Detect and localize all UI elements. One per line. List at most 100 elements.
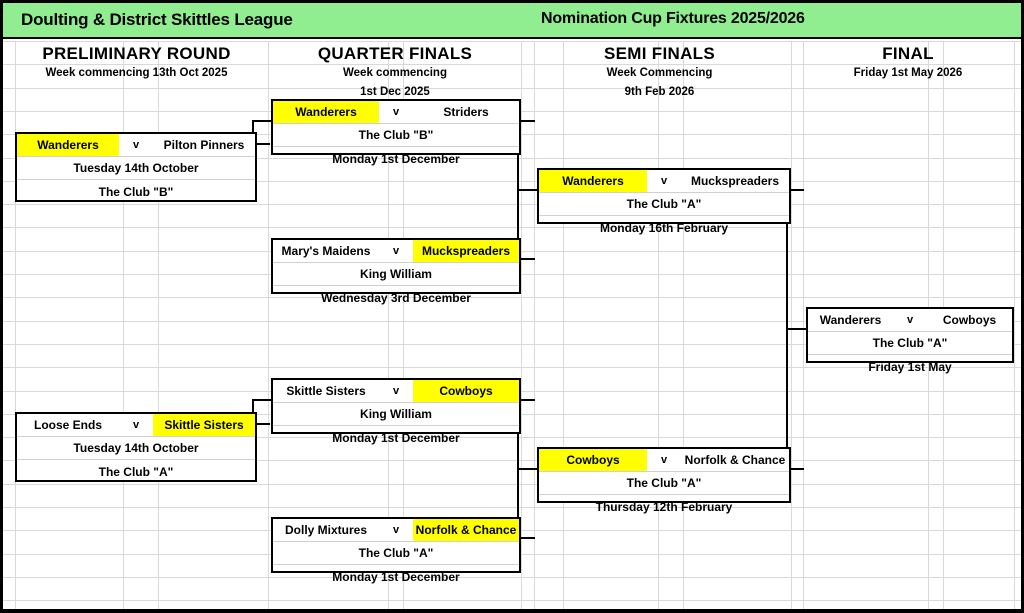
versus-label: v [392, 385, 400, 397]
round-header-final: FINAL Friday 1st May 2026 [803, 43, 1013, 83]
match-teams-row: Wanderers v Cowboys [808, 309, 1012, 332]
grid-column-line [15, 41, 16, 609]
grid-column-line [123, 41, 124, 609]
round-subtitle-quarter-finals-1: Week commencing [343, 67, 447, 79]
match-date: Monday 1st December [332, 430, 460, 445]
match-date: Friday 1st May [868, 359, 952, 374]
grid-column-line [1014, 41, 1015, 609]
match-line3-row: Monday 16th February [539, 216, 789, 239]
team-a[interactable]: Wanderers [273, 101, 379, 123]
match-venue: The Club "A" [626, 476, 702, 490]
match-line2-row: The Club "A" [539, 193, 789, 216]
team-b[interactable]: Cowboys [413, 380, 519, 402]
team-b[interactable]: Norfolk & Chance [413, 519, 519, 541]
versus-label: v [660, 454, 668, 466]
match-box-sf-1[interactable]: Wanderers v Muckspreaders The Club "A" M… [537, 168, 791, 235]
grid-row-line [3, 600, 1021, 602]
team-a[interactable]: Dolly Mixtures [284, 523, 368, 537]
match-venue: The Club "A" [626, 197, 702, 211]
match-line2-row: King William [273, 403, 519, 426]
team-b[interactable]: Muckspreaders [690, 174, 780, 188]
grid-row-line [3, 507, 1021, 508]
grid-column-line [158, 41, 159, 609]
team-a[interactable]: Loose Ends [33, 418, 102, 432]
match-date: Wednesday 3rd December [321, 290, 471, 305]
match-line3-row: Monday 1st December [273, 426, 519, 449]
grid-row-line [3, 180, 1021, 182]
grid-row-line [3, 227, 1021, 229]
team-b[interactable]: Pilton Pinners [163, 138, 245, 152]
grid-column-line [268, 41, 269, 609]
match-line3-row: Thursday 12th February [539, 495, 789, 518]
match-box-prelim-1[interactable]: Wanderers v Pilton Pinners Tuesday 14th … [15, 132, 257, 202]
match-box-sf-2[interactable]: Cowboys v Norfolk & Chance The Club "A" … [537, 447, 791, 514]
grid-column-line [683, 41, 684, 609]
match-box-prelim-2[interactable]: Loose Ends v Skittle Sisters Tuesday 14t… [15, 412, 257, 482]
team-b[interactable]: Striders [443, 105, 489, 119]
round-header-quarter-finals: QUARTER FINALS Week commencing 1st Dec 2… [269, 43, 521, 102]
team-a[interactable]: Mary's Maidens [281, 244, 371, 258]
match-venue: The Club "B" [358, 128, 434, 142]
team-a[interactable]: Wanderers [539, 170, 647, 192]
team-b[interactable]: Muckspreaders [413, 240, 519, 262]
grid-column-line [403, 41, 404, 609]
grid-row-line [3, 297, 1021, 299]
grid-row-line [3, 483, 1021, 485]
match-venue: King William [360, 407, 432, 421]
team-b[interactable]: Norfolk & Chance [684, 453, 786, 467]
team-b[interactable]: Skittle Sisters [153, 414, 255, 436]
match-teams-row: Wanderers v Pilton Pinners [17, 134, 255, 157]
grid-column-line [791, 41, 792, 609]
connector-qf1-in-h [252, 120, 272, 122]
team-a[interactable]: Wanderers [17, 134, 119, 156]
match-teams-row: Wanderers v Muckspreaders [539, 170, 789, 193]
match-line2-row: Tuesday 14th October [17, 437, 255, 460]
connector-qf1-out-h [517, 120, 535, 122]
round-subtitle-final: Friday 1st May 2026 [853, 67, 963, 79]
title-banner: Doulting & District Skittles League Nomi… [3, 3, 1021, 39]
connector-qf2-out-h [517, 258, 535, 260]
match-teams-row: Dolly Mixtures v Norfolk & Chance [273, 519, 519, 542]
match-line2-row: The Club "A" [539, 472, 789, 495]
match-teams-row: Mary's Maidens v Muckspreaders [273, 240, 519, 263]
grid-column-line [563, 41, 564, 609]
match-date: Thursday 12th February [595, 499, 733, 514]
match-box-qf-3[interactable]: Skittle Sisters v Cowboys King William M… [271, 378, 521, 445]
match-box-final[interactable]: Wanderers v Cowboys The Club "A" Friday … [806, 307, 1014, 374]
round-subtitle-semi-finals-1: Week Commencing [606, 67, 713, 79]
grid-row-line [3, 320, 1021, 322]
match-venue: King William [360, 267, 432, 281]
league-title: Doulting & District Skittles League [21, 10, 293, 29]
match-box-qf-2[interactable]: Mary's Maidens v Muckspreaders King Will… [271, 238, 521, 305]
round-subtitle-preliminary: Week commencing 13th Oct 2025 [45, 67, 228, 79]
connector-sf2-out-h [786, 468, 804, 470]
match-line3-row: The Club "B" [17, 180, 255, 203]
versus-label: v [660, 175, 668, 187]
match-teams-row: Skittle Sisters v Cowboys [273, 380, 519, 403]
team-a[interactable]: Wanderers [819, 313, 882, 327]
grid-row-line [3, 41, 1021, 42]
match-line2-row: The Club "A" [808, 332, 1012, 355]
connector-sf1-out-h [786, 189, 804, 191]
match-venue: The Club "A" [358, 546, 434, 560]
match-teams-row: Loose Ends v Skittle Sisters [17, 414, 255, 437]
match-teams-row: Cowboys v Norfolk & Chance [539, 449, 789, 472]
versus-label: v [132, 139, 140, 151]
round-header-semi-finals: SEMI FINALS Week Commencing 9th Feb 2026 [534, 43, 785, 102]
match-date: Tuesday 14th October [73, 441, 199, 455]
round-title-preliminary: PRELIMINARY ROUND [42, 44, 231, 63]
match-box-qf-4[interactable]: Dolly Mixtures v Norfolk & Chance The Cl… [271, 517, 521, 584]
match-venue: The Club "A" [872, 336, 948, 350]
versus-label: v [392, 524, 400, 536]
grid-row-line [3, 437, 1021, 439]
team-a[interactable]: Cowboys [539, 449, 647, 471]
team-b[interactable]: Cowboys [942, 313, 997, 327]
match-date: Tuesday 14th October [73, 161, 199, 175]
team-a[interactable]: Skittle Sisters [286, 384, 366, 398]
match-box-qf-1[interactable]: Wanderers v Striders The Club "B" Monday… [271, 99, 521, 166]
connector-final-in-h [786, 328, 808, 330]
round-header-preliminary: PRELIMINARY ROUND Week commencing 13th O… [15, 43, 258, 83]
grid-row-line [3, 343, 1021, 345]
match-line2-row: The Club "A" [273, 542, 519, 565]
